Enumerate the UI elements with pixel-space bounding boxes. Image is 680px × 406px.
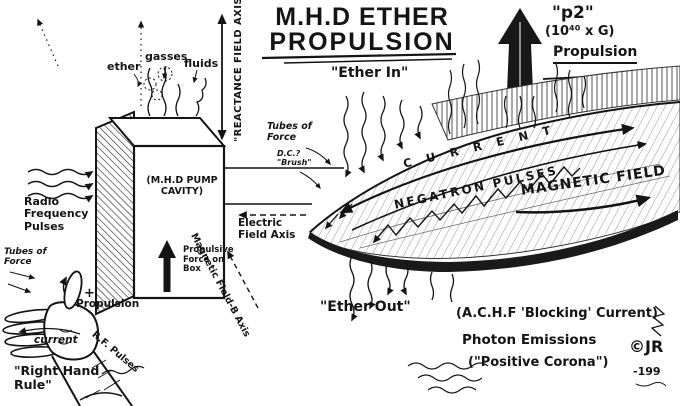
right-hand <box>2 270 145 406</box>
label-propulsion-left: Propulsion <box>76 298 140 310</box>
title-underline <box>261 52 457 64</box>
thrust-arrow <box>498 8 542 92</box>
label-propulsive-force: Propulsive Force on Box <box>183 245 234 275</box>
label-ether-in: "Ether In" <box>331 65 409 81</box>
beam-lines <box>224 167 344 205</box>
label-achf-blocking-current: (A.C.H.F 'Blocking' Current) <box>456 306 658 321</box>
label-gain-factor: (10⁴⁰ x G) <box>545 24 615 39</box>
label-radio-frequency-pulses: Radio Frequency Pulses <box>24 195 89 233</box>
label-p2: "p2" <box>552 3 594 23</box>
negatron-zigzag-arrows <box>372 165 581 244</box>
exhaust-rays <box>447 59 587 135</box>
tubes-of-force-arrows <box>7 271 36 293</box>
label-ether-out: "Ether Out" <box>320 299 411 315</box>
label-tubes-of-force-right: Tubes of Force <box>267 121 312 143</box>
label-propulsion-top-right: Propulsion <box>553 44 638 64</box>
label-plus-sign: + <box>84 286 95 301</box>
magnetic-field-arrow <box>515 194 652 214</box>
label-copyright-mark: ©JR <box>629 337 664 356</box>
title-line-2: PROPULSION <box>269 28 455 56</box>
label-photon-emissions: Photon Emissions <box>462 332 597 348</box>
label-hand-current: current <box>34 334 78 346</box>
title-line-1: M.H.D ETHER <box>275 3 449 31</box>
label-fluids: fluids <box>184 57 219 70</box>
label-right-hand-rule: "Right Hand Rule" <box>14 363 100 392</box>
signature-scribble <box>635 305 667 387</box>
label-dc-brush: D.C.? "Brush" <box>277 149 312 167</box>
label-ether: ether <box>107 60 141 73</box>
label-electric-field-axis: Electric Field Axis <box>238 217 296 241</box>
pump-box <box>95 110 227 316</box>
ether-out-arrows <box>349 255 455 322</box>
label-reactance-field-axis: "REACTANCE FIELD AXIS" <box>233 0 244 142</box>
label-tubes-of-force-left: Tubes of Force <box>4 247 47 268</box>
ether-in-arrows <box>299 91 423 190</box>
propulsive-force-arrow <box>158 240 176 292</box>
label-gasses: gasses <box>145 50 188 63</box>
ground-squiggles <box>407 362 489 394</box>
current-arrows <box>339 123 648 231</box>
label-mhd-pump-cavity: (M.H.D PUMP CAVITY) <box>146 175 218 197</box>
label-pointer-arrows <box>133 65 198 88</box>
label-copyright-year: -199 <box>633 365 661 378</box>
rf-wave-arrows <box>27 168 94 203</box>
label-positive-corona: ("Positive Corona") <box>468 355 609 370</box>
magnetic-axis-arrow <box>227 250 259 309</box>
